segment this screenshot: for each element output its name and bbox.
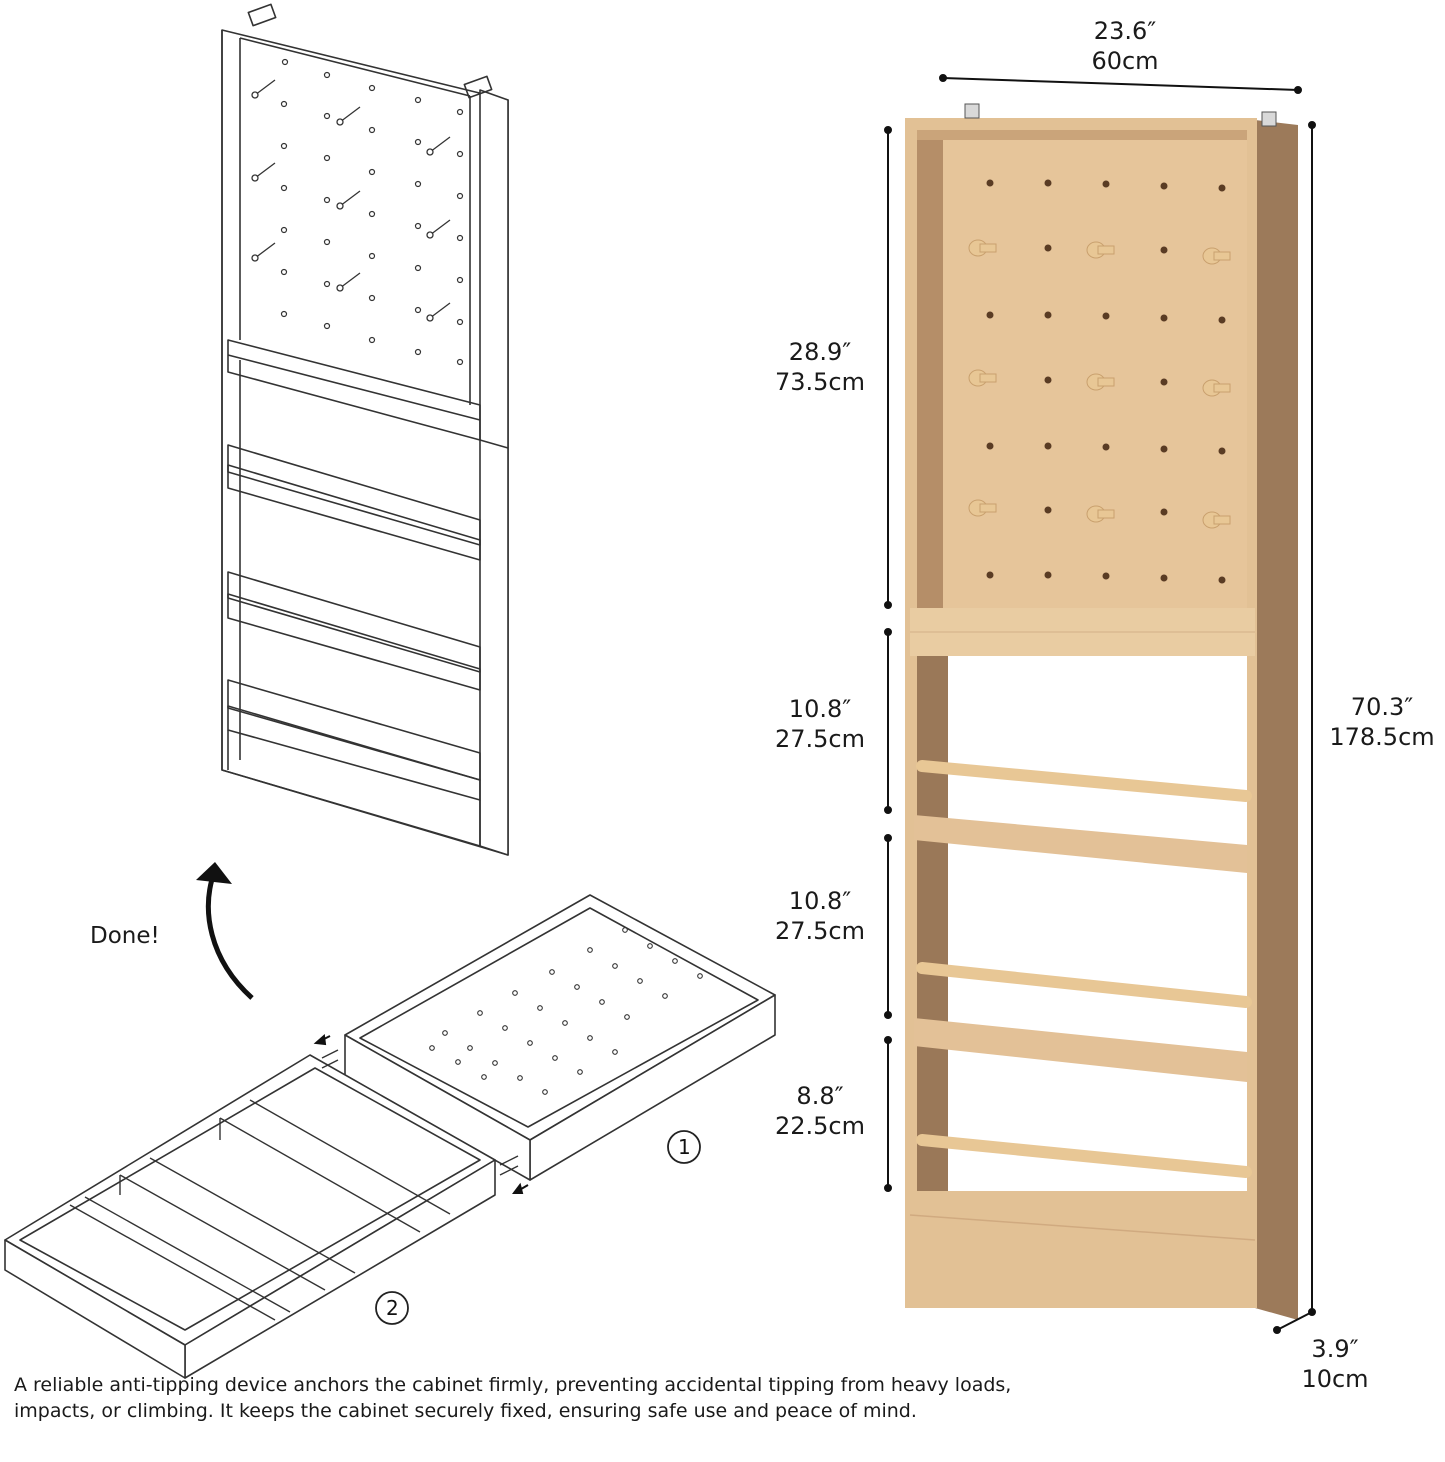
top-cm: 73.5cm	[774, 368, 865, 396]
depth-cm: 10cm	[1301, 1365, 1369, 1393]
step-1-digit: 1	[678, 1135, 691, 1159]
anti-tip-caption: A reliable anti-tipping device anchors t…	[14, 1372, 1434, 1424]
step-2-marker	[375, 1291, 409, 1325]
shelf2-dimension-label: 10.8″ 27.5cm	[760, 886, 880, 946]
top-section-dimension-label: 28.9″ 73.5cm	[760, 337, 880, 397]
done-label: Done!	[90, 923, 160, 949]
top-inches: 28.9″	[788, 338, 852, 366]
height-dimension-label: 70.3″ 178.5cm	[1322, 692, 1442, 752]
hanging-rods	[916, 760, 1252, 1178]
step-1-marker	[667, 1130, 701, 1164]
shelf2-inches: 10.8″	[788, 887, 852, 915]
caption-line-2: impacts, or climbing. It keeps the cabin…	[14, 1400, 917, 1422]
shelf1-dimension-label: 10.8″ 27.5cm	[760, 694, 880, 754]
depth-inches: 3.9″	[1311, 1335, 1359, 1363]
caption-line-1: A reliable anti-tipping device anchors t…	[14, 1374, 1012, 1396]
shelf3-inches: 8.8″	[796, 1082, 844, 1110]
width-inches: 23.6″	[1093, 17, 1157, 45]
shelf1-cm: 27.5cm	[774, 725, 865, 753]
cabinet-side-panel	[1255, 120, 1298, 1320]
shelf3-dimension-label: 8.8″ 22.5cm	[760, 1081, 880, 1141]
shelf-fronts	[914, 815, 1247, 1082]
shelf1-inches: 10.8″	[788, 695, 852, 723]
pegboard-pegs	[968, 239, 1231, 529]
width-dimension-label: 23.6″ 60cm	[1060, 16, 1190, 76]
height-inches: 70.3″	[1350, 693, 1414, 721]
step-2-digit: 2	[386, 1296, 399, 1320]
width-cm: 60cm	[1091, 47, 1159, 75]
done-arrow-icon	[205, 869, 254, 1000]
shelf3-cm: 22.5cm	[774, 1112, 865, 1140]
shelf2-cm: 27.5cm	[774, 917, 865, 945]
height-cm: 178.5cm	[1329, 723, 1435, 751]
depth-dimension-label: 3.9″ 10cm	[1280, 1334, 1390, 1394]
